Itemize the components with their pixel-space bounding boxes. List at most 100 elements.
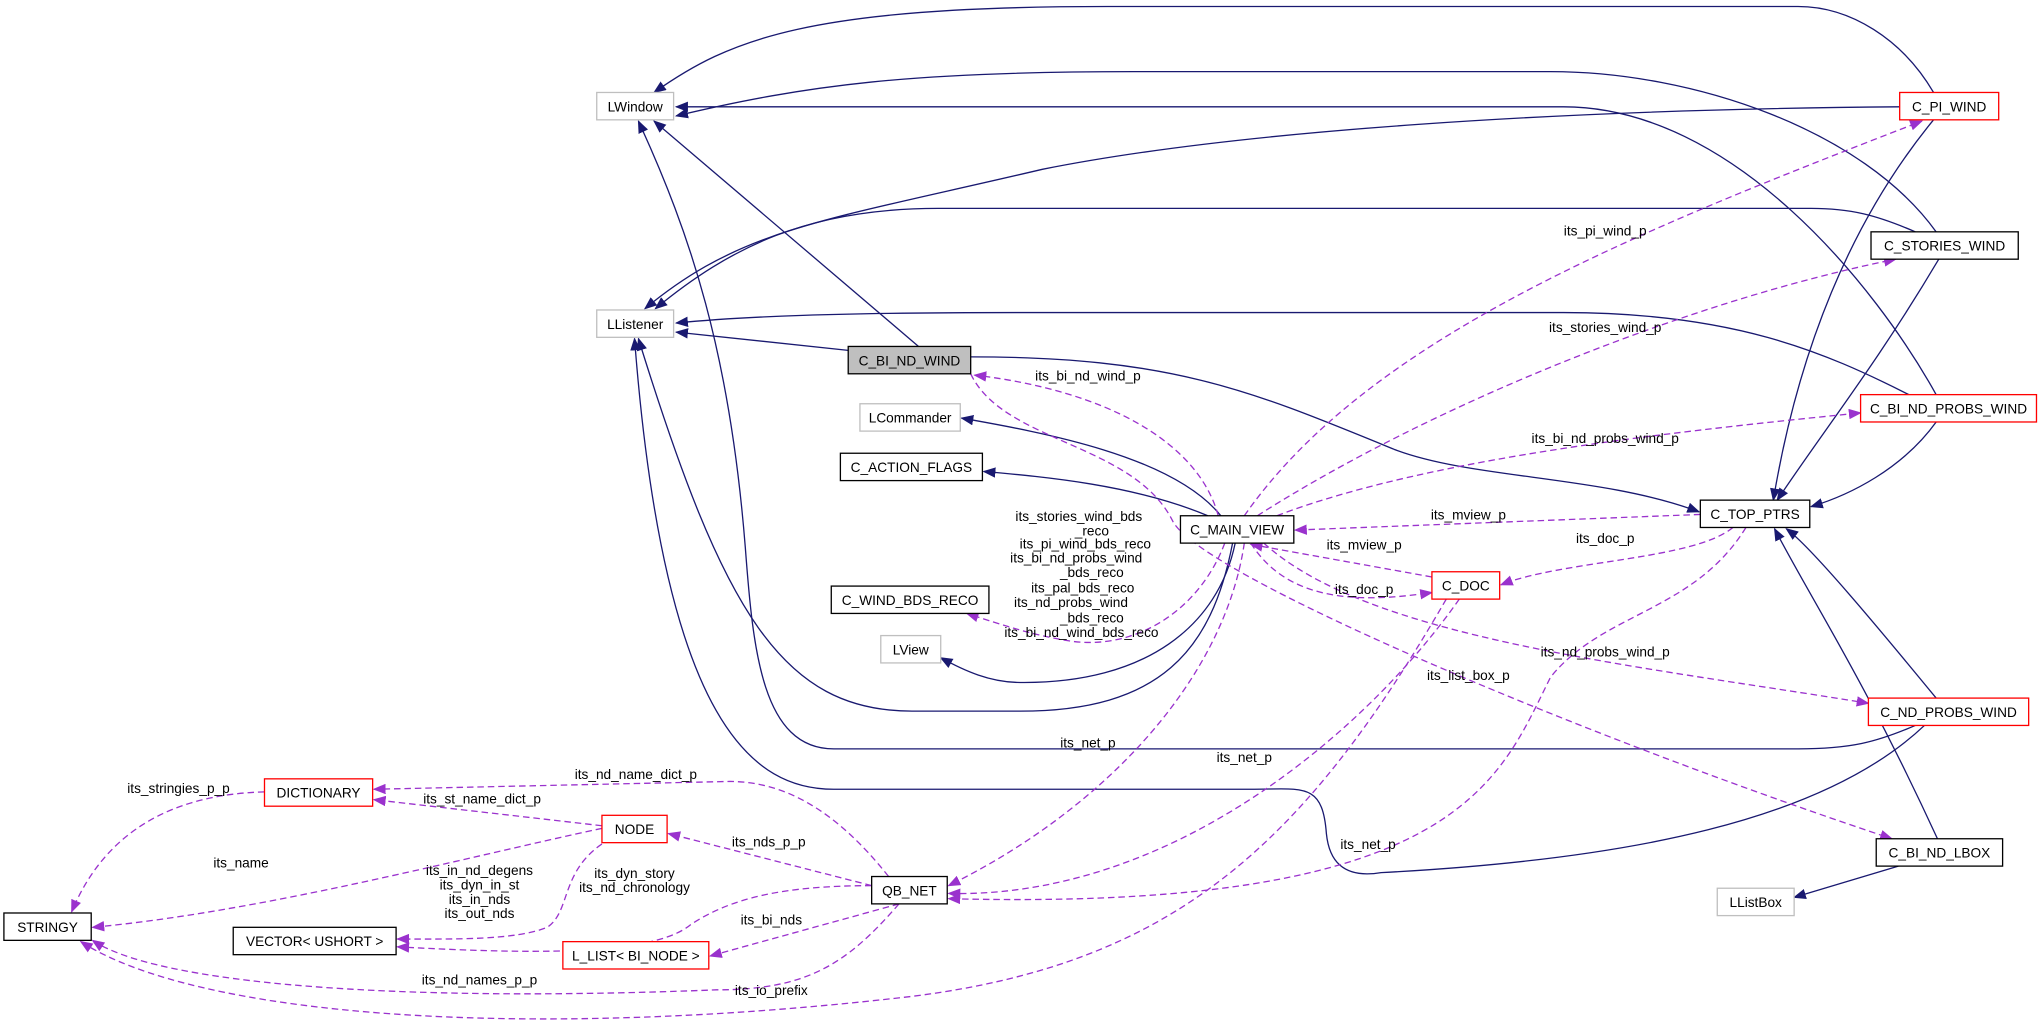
- node-label: LView: [893, 642, 929, 657]
- node-label: C_MAIN_VIEW: [1190, 523, 1284, 538]
- edge-label: its_in_nds: [449, 892, 511, 907]
- edge-c-stories-wind-to-llistener: [654, 207, 1916, 310]
- node-qb-net[interactable]: QB_NET: [871, 875, 948, 905]
- edge-label: its_mview_p: [1327, 538, 1403, 553]
- node-node[interactable]: NODE: [601, 814, 668, 844]
- node-label: VECTOR< USHORT >: [246, 934, 383, 949]
- node-vector-ushort[interactable]: VECTOR< USHORT >: [232, 926, 397, 956]
- node-label: NODE: [615, 822, 654, 837]
- usage-edges: [71, 120, 1924, 1020]
- edge-label: its_nd_chronology: [579, 880, 690, 895]
- edge-c-bi-nd-lbox-to-c-top-ptrs: [1773, 527, 1939, 840]
- node-c-pi-wind[interactable]: C_PI_WIND: [1899, 91, 2000, 121]
- edge-its-net-p-view: [947, 543, 1245, 887]
- edge-label: its_nd_name_dict_p: [575, 767, 698, 782]
- node-label: C_TOP_PTRS: [1710, 507, 1799, 522]
- edge-label: its_net_p: [1060, 736, 1116, 751]
- edge-label: its_stories_wind_bds: [1015, 509, 1142, 524]
- edge-c-main-view-to-c-action-flags: [982, 467, 1209, 517]
- node-c-stories-wind[interactable]: C_STORIES_WIND: [1870, 231, 2019, 260]
- edge-its-stringies-p-p: [71, 791, 265, 913]
- edge-label: its_out_nds: [445, 906, 515, 921]
- edge-its-io-prefix: [79, 598, 1447, 1020]
- edge-c-nd-probs-wind-to-c-top-ptrs: [1785, 528, 1937, 699]
- edge-its-net-p-top: [947, 527, 1747, 905]
- node-lview[interactable]: LView: [880, 634, 942, 664]
- node-label: C_WIND_BDS_RECO: [842, 593, 979, 608]
- node-label: DICTIONARY: [277, 786, 361, 801]
- node-l-list-bi-node[interactable]: L_LIST< BI_NODE >: [562, 940, 710, 970]
- edge-label: its_nds_p_p: [732, 835, 806, 850]
- edge-label: its_bi_nd_wind_bds_reco: [1004, 625, 1159, 640]
- edge-c-pi-wind-to-llistener: [643, 106, 1900, 310]
- edge-c-bi-nd-probs-wind-to-llistener: [674, 311, 1910, 396]
- edge-wind-bds-reco: [965, 542, 1226, 644]
- node-c-bi-nd-lbox[interactable]: C_BI_ND_LBOX: [1875, 838, 2004, 867]
- edge-c-stories-wind-to-lwindow: [674, 70, 1937, 233]
- edge-c-bi-nd-probs-wind-to-c-top-ptrs: [1809, 421, 1937, 509]
- edge-label: its_io_prefix: [735, 983, 808, 998]
- node-label: C_BI_ND_PROBS_WIND: [1870, 402, 2027, 417]
- edge-its-net-p-doc: [947, 598, 1460, 899]
- edge-node-vector: [396, 843, 603, 945]
- edge-label: its_nd_names_p_p: [422, 973, 538, 988]
- edge-c-pi-wind-to-c-top-ptrs: [1770, 119, 1935, 502]
- node-lcommander[interactable]: LCommander: [859, 403, 961, 432]
- edge-its-name: [91, 827, 603, 932]
- edge-its-bi-nds: [708, 903, 900, 958]
- edge-c-main-view-to-llistener: [636, 337, 1234, 712]
- edge-label: its_bi_nd_probs_wind_p: [1532, 431, 1680, 446]
- edge-label: its_pi_wind_bds_reco: [1020, 536, 1152, 551]
- edge-label: its_nd_probs_wind: [1014, 595, 1128, 610]
- class-nodes: LWindow LListener C_BI_ND_WIND LCommande…: [3, 91, 2038, 970]
- edge-its-st-name-dict-p: [372, 795, 603, 827]
- edge-labels: its_pi_wind_p its_stories_wind_p its_bi_…: [127, 224, 1679, 998]
- edge-its-nd-name-dict-p: [372, 780, 890, 877]
- edge-its-bi-nd-probs-wind-p: [1276, 408, 1862, 517]
- edge-c-pi-wind-to-lwindow: [653, 5, 1935, 94]
- edge-its-mview-p-top: [1293, 513, 1701, 535]
- node-c-top-ptrs[interactable]: C_TOP_PTRS: [1699, 499, 1811, 529]
- node-label: LListener: [607, 317, 664, 332]
- edge-label: its_dyn_story: [594, 866, 675, 881]
- node-lwindow[interactable]: LWindow: [596, 91, 675, 121]
- edge-label: _reco: [1074, 523, 1110, 538]
- node-c-action-flags[interactable]: C_ACTION_FLAGS: [839, 452, 984, 482]
- node-label: C_DOC: [1442, 579, 1490, 594]
- edge-label: its_st_name_dict_p: [423, 792, 541, 807]
- node-label: C_BI_ND_LBOX: [1889, 846, 1991, 861]
- edge-label: its_mview_p: [1431, 508, 1507, 523]
- node-label: LWindow: [608, 99, 663, 114]
- node-label: STRINGY: [17, 920, 78, 935]
- edge-label: its_name: [213, 855, 268, 870]
- edge-label: its_net_p: [1340, 837, 1396, 852]
- edge-c-bi-nd-wind-to-llistener: [674, 328, 849, 351]
- edge-c-bi-nd-probs-wind-to-lwindow: [674, 101, 1937, 395]
- edge-label: its_in_nd_degens: [426, 863, 533, 878]
- edge-its-doc-p-top: [1499, 526, 1734, 586]
- node-label: LCommander: [869, 411, 952, 426]
- edge-c-bi-nd-lbox-to-llistbox: [1792, 865, 1899, 899]
- node-dictionary[interactable]: DICTIONARY: [263, 778, 374, 807]
- edge-c-bi-nd-wind-to-lwindow: [653, 120, 919, 347]
- node-llistener[interactable]: LListener: [596, 309, 675, 338]
- node-llistbox[interactable]: LListBox: [1716, 887, 1795, 917]
- edge-its-nds-p-p: [667, 831, 872, 887]
- node-stringy[interactable]: STRINGY: [3, 912, 92, 941]
- edge-label: _bds_reco: [1059, 611, 1124, 626]
- node-c-main-view[interactable]: C_MAIN_VIEW: [1179, 515, 1295, 544]
- node-c-bi-nd-wind[interactable]: C_BI_ND_WIND: [847, 345, 972, 375]
- node-label: C_ACTION_FLAGS: [851, 460, 972, 475]
- node-label: LListBox: [1730, 895, 1783, 910]
- edge-c-nd-probs-wind-to-llistener: [630, 337, 1925, 875]
- node-c-nd-probs-wind[interactable]: C_ND_PROBS_WIND: [1867, 697, 2030, 727]
- edge-label: its_stringies_p_p: [127, 781, 230, 796]
- edge-its-bi-nd-wind-p: [973, 371, 1219, 516]
- node-c-doc[interactable]: C_DOC: [1431, 571, 1501, 600]
- node-c-bi-nd-probs-wind[interactable]: C_BI_ND_PROBS_WIND: [1859, 393, 2038, 423]
- node-label: L_LIST< BI_NODE >: [572, 949, 700, 964]
- edge-c-nd-probs-wind-to-lwindow: [637, 119, 1916, 750]
- edge-label: its_bi_nd_wind_p: [1035, 368, 1141, 383]
- node-c-wind-bds-reco[interactable]: C_WIND_BDS_RECO: [830, 585, 990, 615]
